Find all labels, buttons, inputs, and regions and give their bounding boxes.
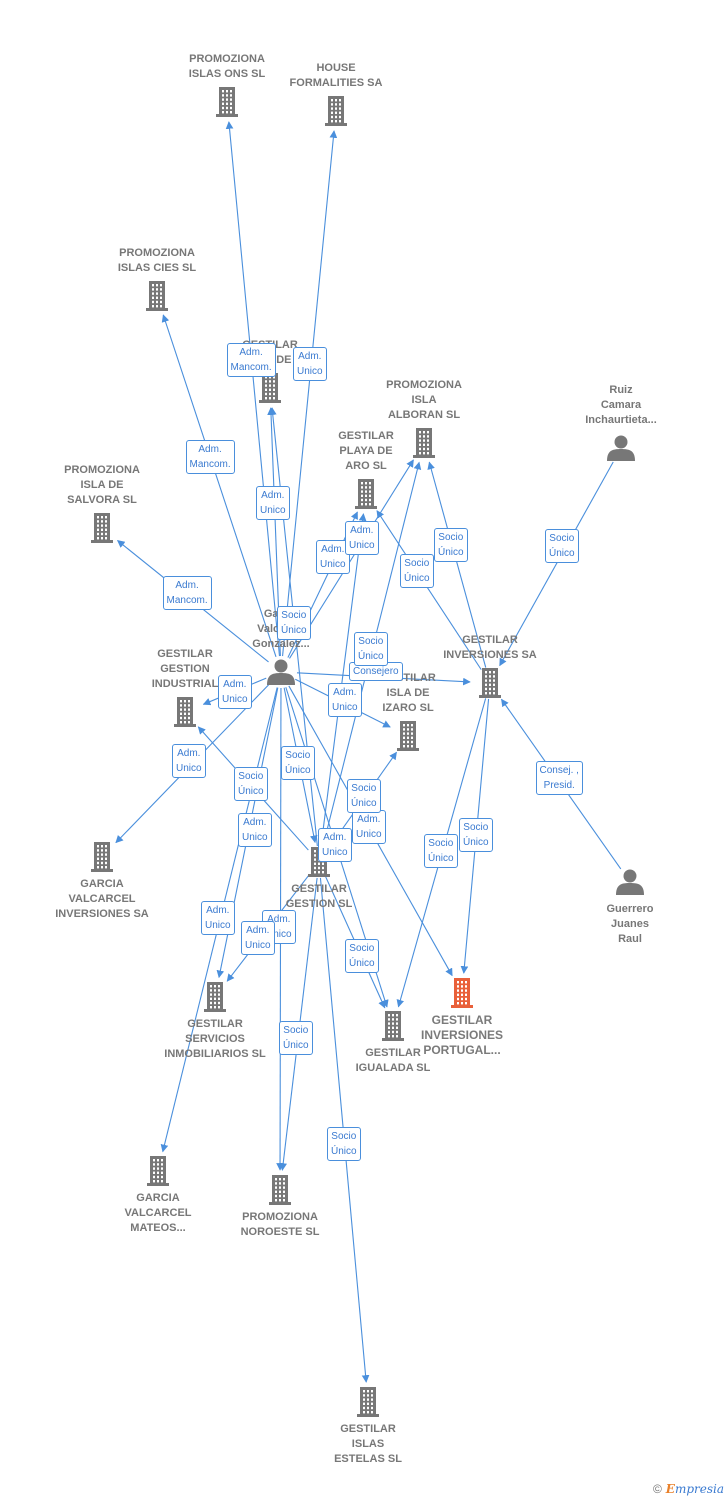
- edge-label[interactable]: Adm. Unico: [218, 675, 252, 709]
- copyright-icon: ©: [652, 1482, 662, 1496]
- edge-label[interactable]: Socio Único: [281, 746, 315, 780]
- company-label: GESTILAR GESTION SL: [285, 883, 353, 910]
- company-gestion[interactable]: GESTILAR GESTION SL: [249, 882, 389, 912]
- person-icon[interactable]: [267, 659, 295, 686]
- company-igualada[interactable]: GESTILAR IGUALADA SL: [323, 1046, 463, 1076]
- company-gestion-ind[interactable]: GESTILAR GESTION INDUSTRIAL: [115, 647, 255, 692]
- building-icon[interactable]: [355, 479, 377, 509]
- company-label: PROMOZIONA ISLAS CIES SL: [117, 247, 197, 274]
- company-label: GESTILAR SERVICIOS INMOBILIARIOS SL: [164, 1018, 266, 1060]
- person-guerrero[interactable]: Guerrero Juanes Raul: [560, 902, 700, 947]
- company-house[interactable]: HOUSE FORMALITIES SA: [266, 61, 406, 91]
- company-label: PROMOZIONA NOROESTE SL: [240, 1211, 320, 1238]
- edge-label[interactable]: Adm. Unico: [328, 683, 362, 717]
- edge-gestion-to-playa: [320, 513, 367, 847]
- edge-inversiones-to-alboran: [427, 461, 487, 668]
- building-icon[interactable]: [382, 1011, 404, 1041]
- edge-label[interactable]: Adm. Unico: [316, 540, 350, 574]
- company-gvinv[interactable]: GARCIA VALCARCEL INVERSIONES SA: [32, 877, 172, 922]
- building-icon[interactable]: [146, 281, 168, 311]
- edge-label[interactable]: Adm. Unico: [241, 921, 275, 955]
- edge-label[interactable]: Adm. Mancom.: [185, 440, 235, 474]
- edge-label[interactable]: Socio Único: [400, 554, 434, 588]
- edge-label[interactable]: Socio Único: [327, 1127, 361, 1161]
- company-islas-cies[interactable]: PROMOZIONA ISLAS CIES SL: [87, 246, 227, 276]
- building-icon[interactable]: [216, 87, 238, 117]
- person-label: Guerrero Juanes Raul: [606, 903, 654, 945]
- edge-label[interactable]: Socio Único: [345, 939, 379, 973]
- edge-label[interactable]: Adm. Unico: [238, 813, 272, 847]
- person-icon[interactable]: [607, 435, 635, 462]
- building-icon[interactable]: [269, 1175, 291, 1205]
- company-label: GESTILAR IGUALADA SL: [355, 1047, 431, 1074]
- company-servicios[interactable]: GESTILAR SERVICIOS INMOBILIARIOS SL: [145, 1017, 285, 1062]
- edge-label[interactable]: Socio Único: [545, 529, 579, 563]
- building-icon[interactable]: [91, 513, 113, 543]
- person-label: Ruiz Camara Inchaurtieta...: [585, 384, 657, 426]
- company-label: GARCIA VALCARCEL MATEOS...: [124, 1192, 192, 1234]
- edge-label[interactable]: Adm. Unico: [345, 521, 379, 555]
- building-icon[interactable]: [147, 1156, 169, 1186]
- edge-label[interactable]: Adm. Unico: [352, 810, 386, 844]
- edge-label[interactable]: Adm. Unico: [172, 744, 206, 778]
- edge-inversiones-to-playa: [376, 510, 482, 670]
- building-icon[interactable]: [91, 842, 113, 872]
- edge-label[interactable]: Adm. Unico: [201, 901, 235, 935]
- building-icon[interactable]: [479, 668, 501, 698]
- company-label: GESTILAR PLAYA DE ARO SL: [338, 430, 394, 472]
- company-label: PROMOZIONA ISLA DE SALVORA SL: [64, 464, 140, 506]
- company-alboran[interactable]: PROMOZIONA ISLA ALBORAN SL: [354, 378, 494, 423]
- building-icon[interactable]: [413, 428, 435, 458]
- brand-footer[interactable]: ©Empresia: [653, 1482, 724, 1496]
- edge-label[interactable]: Socio Único: [279, 1021, 313, 1055]
- edge-ruiz-to-inversiones: [499, 461, 614, 667]
- company-gvmateos[interactable]: GARCIA VALCARCEL MATEOS...: [88, 1191, 228, 1236]
- edge-label[interactable]: Adm. Unico: [318, 828, 352, 862]
- brand-initial: E: [665, 1482, 675, 1496]
- company-islas-ons[interactable]: PROMOZIONA ISLAS ONS SL: [157, 52, 297, 82]
- edge-label[interactable]: Socio Único: [277, 606, 311, 640]
- edge-gvg-to-islas_ons: [225, 121, 281, 657]
- building-icon[interactable]: [174, 697, 196, 727]
- edge-gvg-to-islas_cies: [161, 314, 277, 657]
- edge-label[interactable]: Adm. Unico: [293, 347, 327, 381]
- company-portugal[interactable]: GESTILAR INVERSIONES PORTUGAL...: [392, 1013, 532, 1058]
- company-playa[interactable]: GESTILAR PLAYA DE ARO SL: [296, 429, 436, 474]
- company-label: HOUSE FORMALITIES SA: [289, 62, 383, 89]
- edge-label[interactable]: Adm. Mancom.: [162, 576, 212, 610]
- company-label: GESTILAR ISLAS ESTELAS SL: [334, 1423, 402, 1465]
- company-label: PROMOZIONA ISLA ALBORAN SL: [386, 379, 462, 421]
- edge-label[interactable]: Socio Único: [354, 632, 388, 666]
- edge-label[interactable]: Adm. Unico: [256, 486, 290, 520]
- company-label: GESTILAR INVERSIONES SA: [443, 634, 537, 661]
- edge-label[interactable]: Socio Único: [459, 818, 493, 852]
- edge-label[interactable]: Socio Único: [434, 528, 468, 562]
- edge-label[interactable]: Socio Único: [347, 779, 381, 813]
- building-icon[interactable]: [357, 1387, 379, 1417]
- company-label: GARCIA VALCARCEL INVERSIONES SA: [55, 878, 149, 920]
- company-label: GESTILAR GESTION INDUSTRIAL: [151, 648, 219, 690]
- company-inversiones[interactable]: GESTILAR INVERSIONES SA: [420, 633, 560, 663]
- building-icon[interactable]: [204, 982, 226, 1012]
- company-label: GESTILAR INVERSIONES PORTUGAL...: [420, 1013, 504, 1057]
- edge-label[interactable]: Socio Único: [424, 834, 458, 868]
- edge-gvg-to-house: [282, 130, 338, 657]
- edge-label[interactable]: Consej. , Presid.: [535, 761, 583, 795]
- person-icon[interactable]: [616, 869, 644, 896]
- building-icon[interactable]: [259, 373, 281, 403]
- building-icon[interactable]: [397, 721, 419, 751]
- company-salvora[interactable]: PROMOZIONA ISLA DE SALVORA SL: [32, 463, 172, 508]
- company-estelas[interactable]: GESTILAR ISLAS ESTELAS SL: [298, 1422, 438, 1467]
- person-ruiz[interactable]: Ruiz Camara Inchaurtieta...: [551, 383, 691, 428]
- company-label: PROMOZIONA ISLAS ONS SL: [188, 53, 266, 80]
- brand-name: mpresia: [674, 1482, 724, 1496]
- building-icon[interactable]: [325, 96, 347, 126]
- edge-label[interactable]: Socio Único: [234, 767, 268, 801]
- company-noroeste[interactable]: PROMOZIONA NOROESTE SL: [210, 1210, 350, 1240]
- edge-label[interactable]: Adm. Mancom.: [226, 343, 276, 377]
- building-icon[interactable]: [451, 978, 473, 1008]
